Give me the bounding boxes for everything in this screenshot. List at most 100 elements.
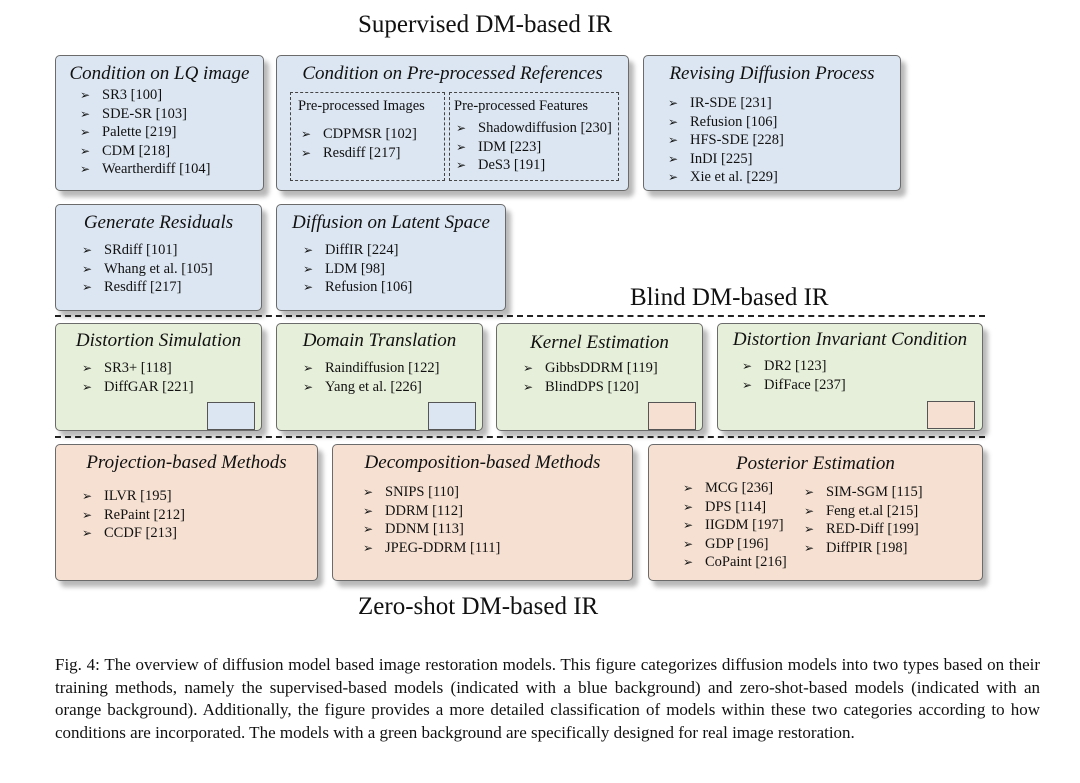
list-item: ➢Whang et al. [105] [82, 260, 213, 279]
list-item-label: Refusion [106] [325, 279, 413, 295]
box-distortion-simulation: Distortion Simulation ➢SR3+ [118]➢DiffGA… [55, 323, 262, 431]
list-item: ➢ Yang et al. [226] [303, 378, 440, 397]
list-item: ➢Weartherdiff [104] [80, 160, 210, 179]
arrow-bullet-icon: ➢ [668, 114, 679, 129]
item-list: ➢ CDPMSR [102] ➢Resdiff [217] [301, 125, 417, 162]
list-item-label: SDE-SR [103] [102, 105, 187, 122]
box-title: Decomposition-based Methods [364, 452, 601, 473]
figure-caption: Fig. 4: The overview of diffusion model … [55, 655, 1040, 742]
arrow-bullet-icon: ➢ [668, 133, 679, 147]
list-item: ➢GDP [196] [683, 535, 787, 554]
list-item-label: SR3+ [118] [104, 360, 172, 376]
arrow-bullet-icon: ➢ [683, 536, 694, 551]
list-item: ➢SIM-SGM [115] [804, 483, 923, 502]
list-item-label: Resdiff [217] [104, 279, 182, 295]
arrow-bullet-icon: ➢ [804, 503, 815, 518]
list-item-label: DiffGAR [221] [104, 378, 194, 395]
list-item-label: DDNM [113] [385, 521, 464, 537]
list-item: ➢Palette [219] [80, 123, 210, 142]
arrow-bullet-icon: ➢ [82, 243, 93, 257]
list-item: ➢ SR3 [100] [80, 86, 210, 105]
blind-section-title: Blind DM-based IR [630, 284, 829, 311]
list-item-label: DifFace [237] [764, 376, 846, 393]
list-item: ➢ IR-SDE [231] [668, 94, 784, 113]
dashbox-preprocessed-images: Pre-processed Images ➢ CDPMSR [102] ➢Resdi… [290, 92, 445, 181]
box-domain-translation: Domain Translation ➢Raindiffusion [122]➢… [276, 323, 483, 431]
list-item: ➢ Refusion [106] [303, 278, 412, 297]
arrow-bullet-icon: ➢ [683, 518, 694, 532]
arrow-bullet-icon: ➢ [456, 158, 467, 172]
arrow-bullet-icon: ➢ [80, 143, 91, 158]
list-item: ➢DifFace [237] [742, 376, 846, 395]
list-item: ➢Xie et al. [229] [668, 168, 784, 187]
list-item-label: CDPMSR [102] [323, 126, 417, 142]
arrow-bullet-icon: ➢ [80, 106, 91, 121]
list-item-label: InDI [225] [690, 150, 753, 167]
list-item-label: Yang et al. [226] [325, 378, 422, 395]
list-item: ➢JPEG-DDRM [111] [363, 539, 500, 558]
list-item: ➢ InDI [225] [668, 150, 784, 169]
arrow-bullet-icon: ➢ [82, 261, 93, 276]
list-item: ➢RePaint [212] [82, 506, 185, 525]
list-item: ➢SRdiff [101] [82, 241, 213, 260]
arrow-bullet-icon: ➢ [82, 526, 93, 540]
list-item: ➢Raindiffusion [122] [303, 359, 440, 378]
list-item: ➢RED-Diff [199] [804, 520, 923, 539]
list-item: ➢DDNM [113] [363, 520, 500, 539]
list-item: ➢DR2 [123] [742, 357, 846, 376]
arrow-bullet-icon: ➢ [742, 359, 753, 373]
swatch-supervised [207, 402, 255, 430]
box-title: Distortion Simulation [75, 330, 242, 351]
box-title: Kernel Estimation [530, 332, 669, 353]
box-title: Revising Diffusion Process [669, 63, 875, 84]
item-list-right: ➢SIM-SGM [115]➢Feng et.al [215]➢RED-Diff… [804, 483, 923, 557]
arrow-bullet-icon: ➢ [668, 96, 679, 110]
list-item-label: RePaint [212] [104, 506, 185, 523]
list-item: ➢ CoPaint [216] [683, 553, 787, 572]
arrow-bullet-icon: ➢ [303, 379, 314, 394]
list-item: ➢ SDE-SR [103] [80, 105, 210, 124]
arrow-bullet-icon: ➢ [301, 127, 312, 141]
arrow-bullet-icon: ➢ [668, 151, 679, 166]
list-item-label: Feng et.al [215] [826, 502, 919, 519]
item-list: ➢IR-SDE [231]➢Refusion [106]➢HFS-SDE [22… [668, 94, 784, 187]
list-item-label: MCG [236] [705, 480, 774, 496]
list-item-label: IR-SDE [231] [690, 95, 772, 111]
item-list: ➢SR3 [100]➢SDE-SR [103]➢Palette [219]➢CD… [80, 86, 210, 179]
list-item-label: SR3 [100] [102, 87, 163, 103]
item-list: ➢ILVR [195]➢RePaint [212]➢CCDF [213] [82, 487, 185, 543]
list-item: ➢ Feng et.al [215] [804, 502, 923, 521]
list-item-label: CDM [218] [102, 142, 171, 159]
list-item-label: CoPaint [216] [705, 554, 787, 570]
arrow-bullet-icon: ➢ [82, 489, 93, 503]
list-item-label: DiffIR [224] [325, 242, 399, 258]
box-title: Generate Residuals [83, 212, 234, 233]
dashbox-title: Pre-processed Images [298, 98, 425, 114]
box-kernel-estimation: Kernel Estimation ➢GibbsDDRM [119]➢Blind… [496, 323, 703, 431]
arrow-bullet-icon: ➢ [683, 555, 694, 569]
box-condition-preprocessed: Condition on Pre-processed References Pr… [276, 55, 629, 191]
box-posterior-estimation: Posterior Estimation ➢MCG [236]➢DPS [114… [648, 444, 983, 581]
arrow-bullet-icon: ➢ [804, 522, 815, 536]
item-list: ➢SNIPS [110]➢DDRM [112]➢DDNM [113]➢JPEG-… [363, 483, 500, 557]
list-item-label: GibbsDDRM [119] [545, 360, 658, 376]
box-condition-lq: Condition on LQ image ➢SR3 [100]➢SDE-SR … [55, 55, 264, 191]
divider-supervised-blind [55, 315, 985, 317]
item-list: ➢Shadowdiffusion [230]➢IDM [223]➢DeS3 [1… [456, 119, 612, 175]
arrow-bullet-icon: ➢ [303, 243, 314, 257]
arrow-bullet-icon: ➢ [82, 379, 93, 394]
list-item-label: ILVR [195] [104, 488, 172, 504]
arrow-bullet-icon: ➢ [80, 88, 91, 102]
item-list: ➢DiffIR [224]➢LDM [98]➢Refusion [106] [303, 241, 412, 297]
list-item-label: DDRM [112] [385, 502, 464, 519]
list-item-label: JPEG-DDRM [111] [385, 539, 501, 556]
arrow-bullet-icon: ➢ [303, 280, 314, 294]
arrow-bullet-icon: ➢ [363, 485, 374, 499]
arrow-bullet-icon: ➢ [804, 540, 815, 555]
arrow-bullet-icon: ➢ [523, 361, 534, 375]
list-item-label: Shadowdiffusion [230] [478, 120, 612, 136]
list-item-label: Refusion [106] [690, 113, 778, 130]
list-item: ➢Resdiff [217] [301, 144, 417, 163]
box-title: Diffusion on Latent Space [292, 212, 490, 233]
list-item: ➢DPS [114] [683, 498, 787, 517]
